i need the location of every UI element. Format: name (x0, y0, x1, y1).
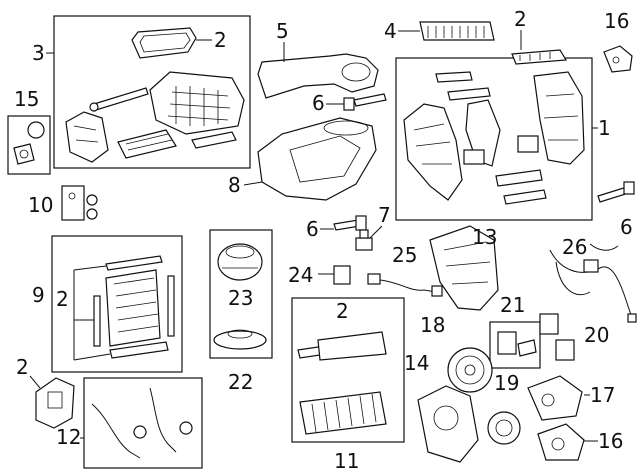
bolt-middle (333, 215, 367, 231)
group-box-12 (83, 377, 203, 469)
cabin-filter-11 (299, 391, 387, 435)
sensor-clip (603, 45, 633, 73)
callout-23: 23 (228, 286, 253, 310)
seal-kit (61, 185, 98, 221)
gasket-plate-bottom-left (35, 377, 75, 429)
callout-8: 8 (228, 173, 241, 197)
callout-17: 17 (590, 383, 615, 407)
seal-strip (191, 131, 237, 149)
evaporator-core (105, 269, 161, 347)
group-box-15 (7, 115, 51, 175)
group-box-11 (291, 297, 405, 443)
callout-18: 18 (420, 313, 445, 337)
callout-16-bottom: 16 (598, 429, 623, 453)
air-inlet-duct (257, 53, 379, 99)
group-box-21 (489, 321, 541, 369)
actuator-20 (539, 313, 575, 361)
cabin-air-filter (419, 21, 495, 41)
gear-18 (447, 347, 493, 393)
blower-shroud (429, 225, 499, 311)
temperature-sensor (13, 121, 45, 165)
actuator-bracket-set (463, 135, 547, 205)
callout-15: 15 (14, 87, 39, 111)
callout-22: 22 (228, 370, 253, 394)
gasket-frame (131, 27, 197, 59)
callout-3: 3 (32, 41, 45, 65)
callout-2-group-11: 2 (336, 299, 349, 323)
callout-6-upper: 6 (312, 91, 325, 115)
callout-12: 12 (56, 425, 81, 449)
callout-2-top-right: 2 (514, 7, 527, 31)
callout-4: 4 (384, 19, 397, 43)
callout-9: 9 (32, 283, 45, 307)
heater-core-tube (89, 87, 149, 112)
group-box-3 (53, 15, 251, 169)
lower-evaporator-case (257, 117, 377, 201)
wiring-lead-25 (367, 273, 443, 297)
bolt-right (597, 181, 635, 203)
actuator-gear-21 (497, 331, 537, 357)
callout-11: 11 (334, 449, 359, 471)
callout-16: 16 (604, 9, 629, 33)
callout-7: 7 (378, 203, 391, 227)
housing-right-half (533, 71, 585, 165)
callout-2-group-9: 2 (56, 287, 69, 311)
callout-2-bottom-left: 2 (16, 355, 29, 379)
resistor-connector (333, 265, 351, 285)
callout-6-right: 6 (620, 215, 633, 239)
callout-26: 26 (562, 235, 587, 259)
callout-19: 19 (494, 371, 519, 395)
screw-7 (355, 229, 373, 251)
actuator-motor-17 (527, 375, 583, 421)
gear-19 (487, 411, 521, 445)
refrigerant-pipes-12 (91, 387, 193, 459)
callout-10: 10 (28, 193, 53, 217)
callout-24: 24 (288, 263, 313, 287)
callout-6-middle: 6 (306, 217, 319, 241)
wiring-harness-26 (549, 243, 637, 323)
heater-case (149, 71, 245, 135)
callout-2-top-left: 2 (214, 28, 227, 52)
evaporator-seals (93, 255, 175, 359)
group-box-1 (395, 57, 593, 221)
door-actuator-housing (65, 111, 109, 163)
callout-5: 5 (276, 19, 289, 43)
callout-21: 21 (500, 293, 525, 317)
motor-mount-22 (213, 329, 267, 350)
actuator-motor-16 (537, 423, 585, 461)
vent-grille (117, 129, 177, 159)
callout-14: 14 (404, 351, 429, 375)
blower-motor (217, 243, 263, 281)
group-box-9 (51, 235, 183, 373)
callout-13: 13 (472, 225, 497, 249)
filter-seals (297, 331, 387, 361)
callout-25: 25 (392, 243, 417, 267)
callout-20: 20 (584, 323, 609, 347)
seal-plate-right (511, 49, 568, 65)
group-box-23 (209, 229, 273, 359)
gear-cover-14 (417, 385, 479, 463)
callout-1: 1 (598, 116, 611, 140)
housing-left-half (403, 103, 463, 201)
bolt-upper (343, 93, 387, 111)
